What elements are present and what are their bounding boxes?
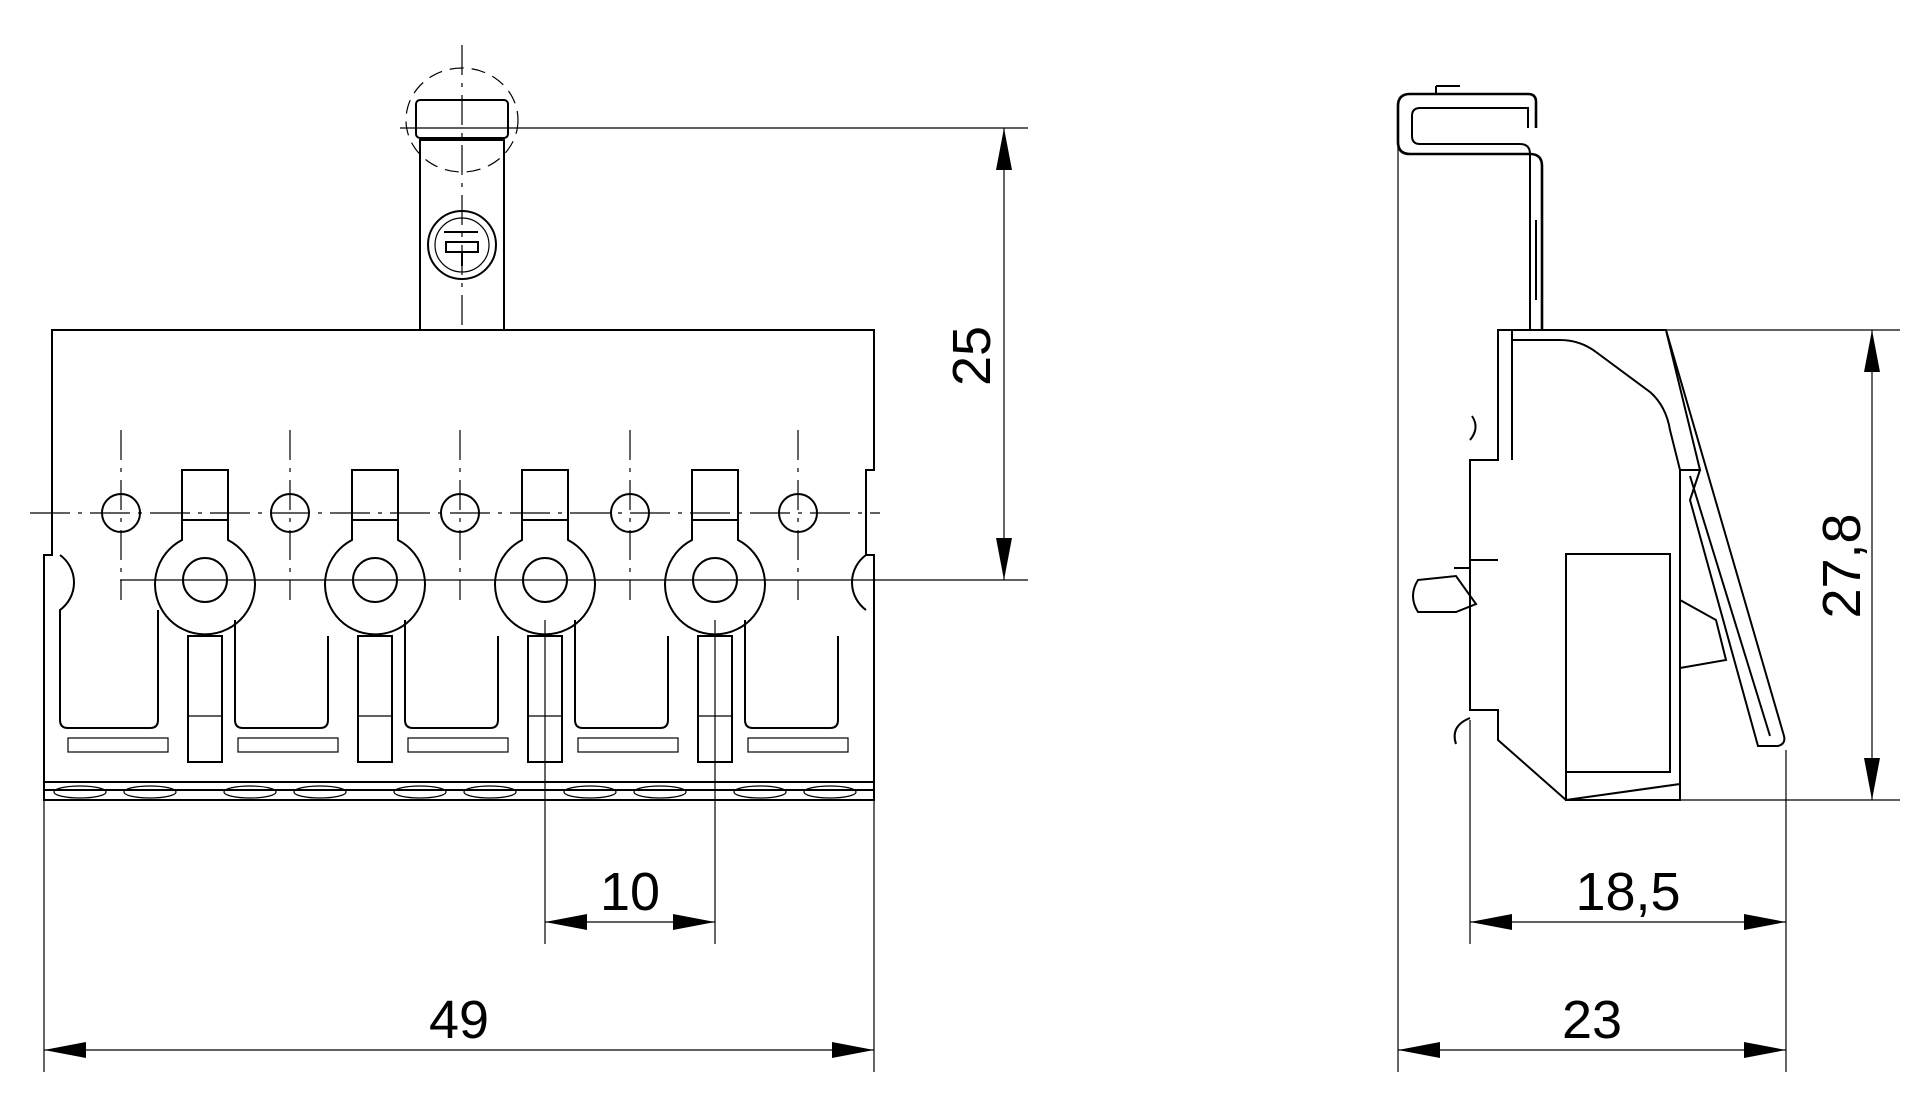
front-centerlines xyxy=(30,430,880,600)
dim-label-front-width: 49 xyxy=(429,990,489,1050)
dimension-side-height: 27,8 xyxy=(1666,329,1900,801)
dim-label-front-height: 25 xyxy=(942,326,1002,386)
side-hook-bracket xyxy=(1396,92,1544,330)
dimension-side-depth-total: 23 xyxy=(1397,140,1786,1072)
earth-symbol-icon xyxy=(444,231,479,266)
contact-slots xyxy=(59,469,867,763)
dim-label-side-depth-body: 18,5 xyxy=(1575,862,1680,922)
front-view: 25 10 49 xyxy=(30,45,1028,1072)
dim-label-side-height: 27,8 xyxy=(1812,513,1872,618)
side-lever xyxy=(1665,329,1786,747)
side-view: 27,8 18,5 23 xyxy=(1396,85,1900,1072)
dim-label-side-depth-total: 23 xyxy=(1562,990,1622,1050)
dimension-front-width: 49 xyxy=(43,800,875,1072)
dimension-side-depth-body: 18,5 xyxy=(1469,720,1787,1072)
dim-label-pitch: 10 xyxy=(600,862,660,922)
bottom-ovals xyxy=(53,785,857,799)
front-body-outline xyxy=(43,329,875,801)
earth-screw-tab xyxy=(405,45,519,331)
side-body-outline xyxy=(1469,329,1702,801)
dimension-front-height: 25 xyxy=(120,127,1028,581)
dimension-pitch: 10 xyxy=(544,620,716,944)
